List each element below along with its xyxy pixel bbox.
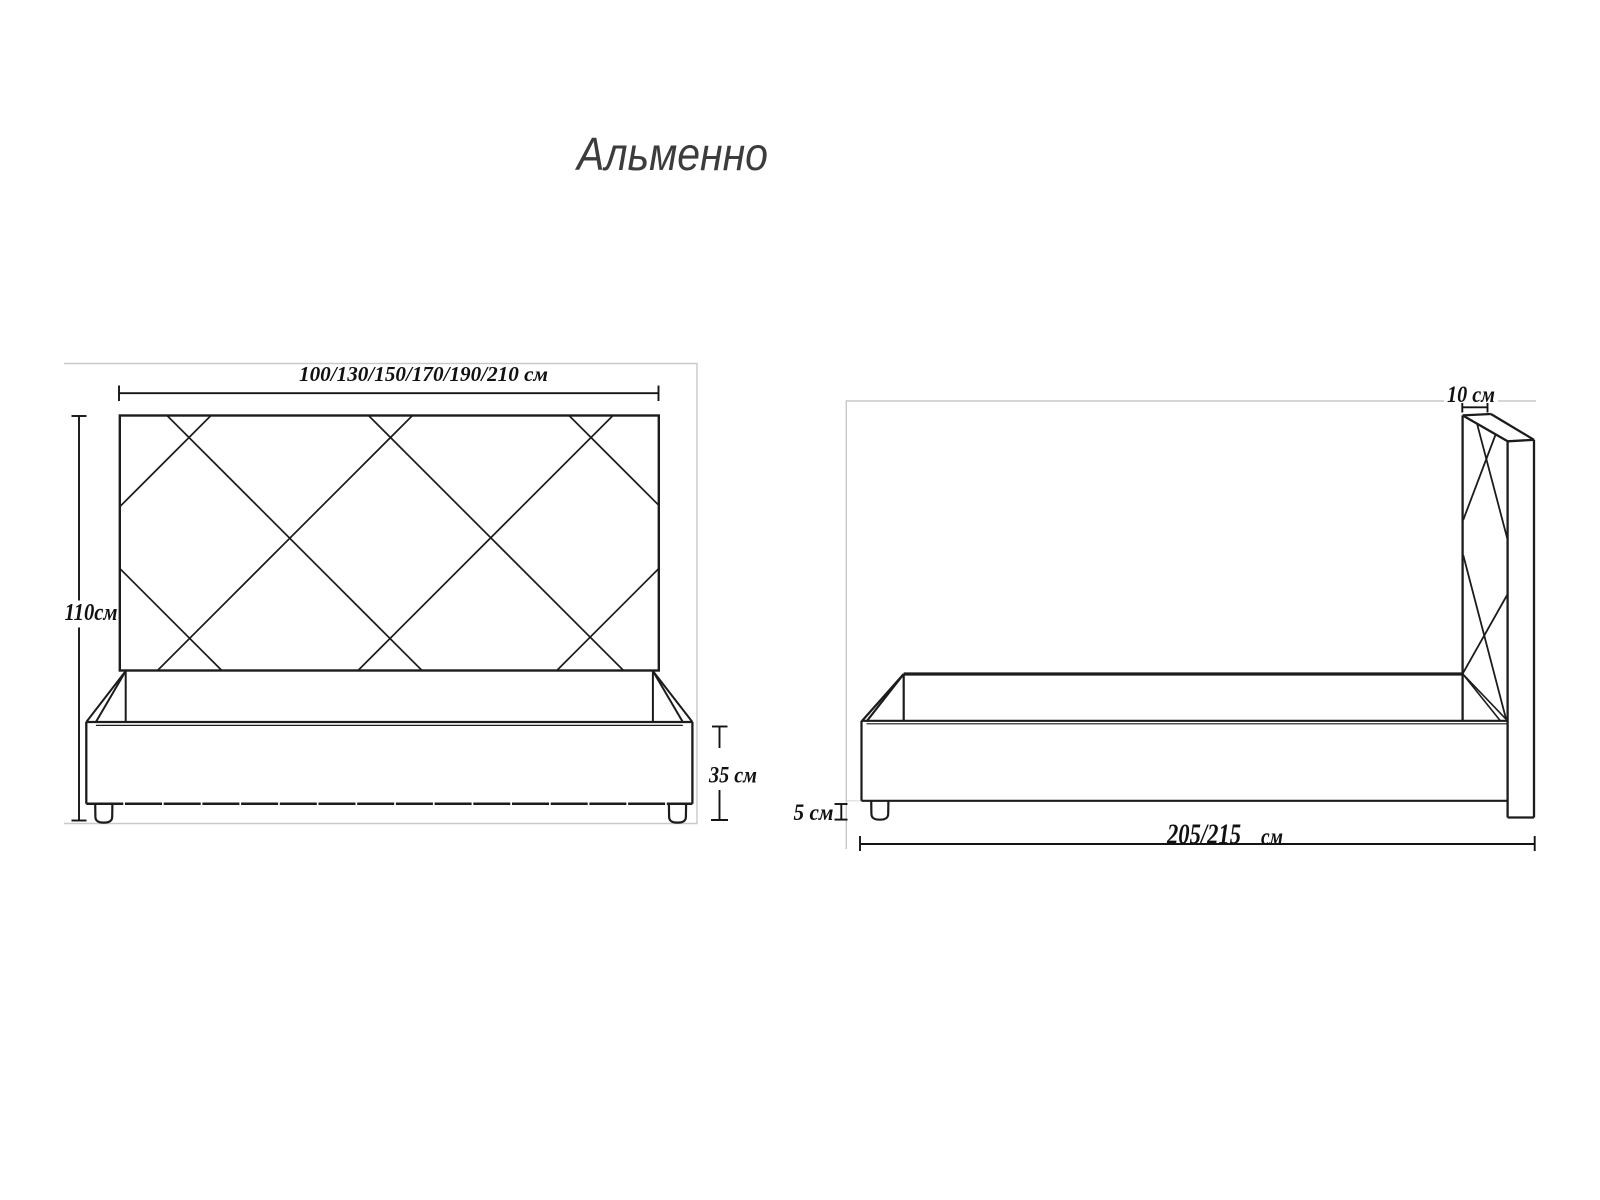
svg-text:Альменно: Альменно bbox=[574, 128, 768, 180]
svg-text:35 см: 35 см bbox=[708, 763, 757, 789]
svg-text:5 см: 5 см bbox=[794, 800, 834, 826]
svg-text:10 см: 10 см bbox=[1447, 382, 1495, 408]
svg-text:110см: 110см bbox=[65, 600, 118, 626]
svg-text:см: см bbox=[1261, 825, 1283, 851]
svg-text:100/130/150/170/190/210 см: 100/130/150/170/190/210 см bbox=[299, 362, 548, 386]
svg-text:205/215: 205/215 bbox=[1166, 820, 1241, 851]
